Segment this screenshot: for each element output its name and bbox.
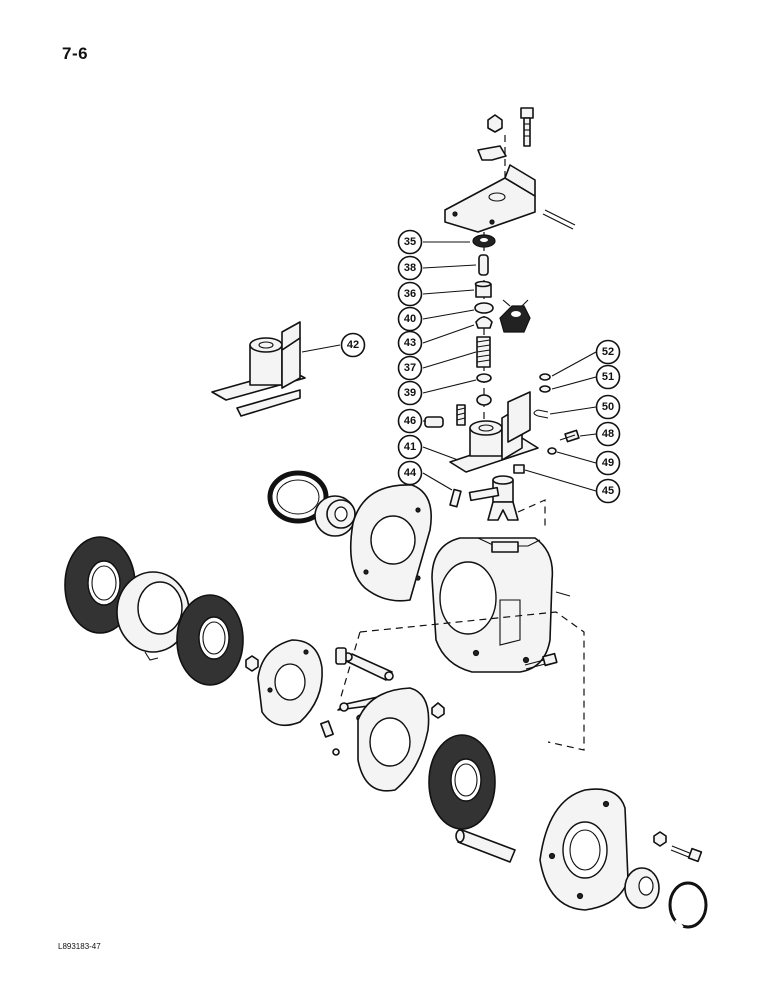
top-bolt: [520, 107, 534, 147]
retaining-clip: [477, 145, 507, 161]
callout-label: 48: [602, 428, 614, 440]
cap-43: [475, 316, 493, 329]
top-mounting-bracket: [444, 164, 536, 233]
pin: [542, 209, 576, 230]
callout-38: 38: [397, 255, 423, 281]
washer-40: [474, 302, 494, 314]
top-nut: [487, 114, 503, 133]
ball: [332, 748, 340, 756]
callout-label: 49: [602, 457, 614, 469]
callout-label: 45: [602, 485, 614, 497]
bushing: [474, 280, 492, 298]
cam-nut: [431, 702, 445, 719]
callout-label: 44: [404, 467, 417, 479]
pin-38: [478, 254, 489, 276]
cotter-clip: [533, 409, 549, 419]
callout-label: 46: [404, 415, 416, 427]
callout-48: 48: [595, 421, 621, 447]
callout-51: 51: [595, 364, 621, 390]
callout-label: 37: [404, 362, 416, 374]
pivot-bracket-42: [211, 321, 306, 417]
bolt-48: [559, 429, 580, 443]
callout-label: 39: [404, 387, 416, 399]
end-cover: [539, 788, 629, 911]
callout-label: 51: [602, 371, 614, 383]
washer-52: [539, 373, 551, 381]
callout-label: 40: [404, 313, 416, 325]
callout-label: 52: [602, 346, 614, 358]
washer-51: [539, 385, 551, 393]
shaft: [455, 829, 516, 863]
brake-housing: [431, 537, 554, 673]
callout-43: 43: [397, 330, 423, 356]
o-ring-seal: [267, 470, 329, 524]
spring-37: [476, 336, 491, 368]
screw-45: [513, 464, 525, 474]
callout-label: 50: [602, 401, 614, 413]
clevis-yoke: [487, 475, 519, 521]
callout-50: 50: [595, 394, 621, 420]
actuator-ring: [257, 639, 323, 727]
friction-disc-middle: [176, 594, 244, 686]
end-nut: [653, 831, 667, 847]
end-bolt: [670, 845, 703, 863]
leader-lines: [301, 241, 597, 492]
callout-label: 42: [347, 339, 359, 351]
callout-41: 41: [397, 434, 423, 460]
actuator-nut: [245, 655, 259, 672]
detent-plunger: [424, 416, 444, 428]
callout-label: 43: [404, 337, 416, 349]
washer-49: [547, 447, 557, 455]
rubber-mount: [499, 299, 531, 333]
callout-46: 46: [397, 408, 423, 434]
callout-42: 42: [340, 332, 366, 358]
callout-37: 37: [397, 355, 423, 381]
callout-35: 35: [397, 229, 423, 255]
bearing: [472, 234, 496, 248]
dowel-pin: [555, 591, 571, 597]
screw-44: [449, 488, 462, 508]
pressure-plate: [116, 571, 190, 661]
link-upper: [343, 652, 394, 681]
pivot-bracket-41: [449, 391, 539, 473]
page-number: 7-6: [62, 44, 89, 63]
figure-id: L893183-47: [58, 942, 101, 951]
callout-49: 49: [595, 450, 621, 476]
detent-spring: [456, 404, 466, 426]
callout-45: 45: [595, 478, 621, 504]
cam-plate: [357, 687, 430, 792]
yoke-pin: [468, 486, 500, 502]
callout-36: 36: [397, 281, 423, 307]
callout-40: 40: [397, 306, 423, 332]
callout-39: 39: [397, 380, 423, 406]
callout-label: 36: [404, 288, 416, 300]
friction-disc-right: [428, 734, 496, 830]
callout-label: 38: [404, 262, 416, 274]
link-bolt: [335, 647, 347, 665]
callout-52: 52: [595, 339, 621, 365]
set-screw: [320, 720, 334, 738]
spacer-39: [476, 373, 492, 406]
gasket: [349, 484, 432, 602]
callout-44: 44: [397, 460, 423, 486]
callout-label: 41: [404, 441, 416, 453]
snap-ring: [668, 881, 708, 930]
ball-bearing: [314, 495, 356, 537]
end-bearing: [624, 867, 660, 909]
callout-label: 35: [404, 236, 416, 248]
housing-bolt: [524, 652, 558, 670]
